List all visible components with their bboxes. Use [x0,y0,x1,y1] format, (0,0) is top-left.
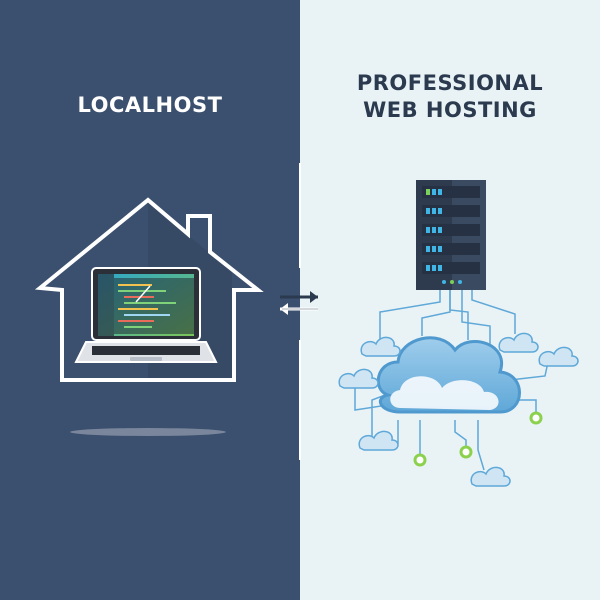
web-hosting-title: PROFESSIONAL WEB HOSTING [300,70,600,124]
localhost-title: LOCALHOST [77,93,223,117]
cloud-icon [376,336,521,414]
bidirectional-arrows-icon [280,291,318,315]
server-rack-icon [416,180,486,290]
server-slots [422,186,480,274]
server-leds [426,189,462,284]
web-hosting-title-line1: PROFESSIONAL [356,71,544,95]
small-clouds [338,332,579,487]
web-hosting-title-line2: WEB HOSTING [363,98,537,122]
network-lines [354,290,549,471]
laptop-icon [74,267,218,363]
code-lines [118,284,176,328]
house-shadow [70,428,226,436]
network-node-icon [413,411,543,467]
